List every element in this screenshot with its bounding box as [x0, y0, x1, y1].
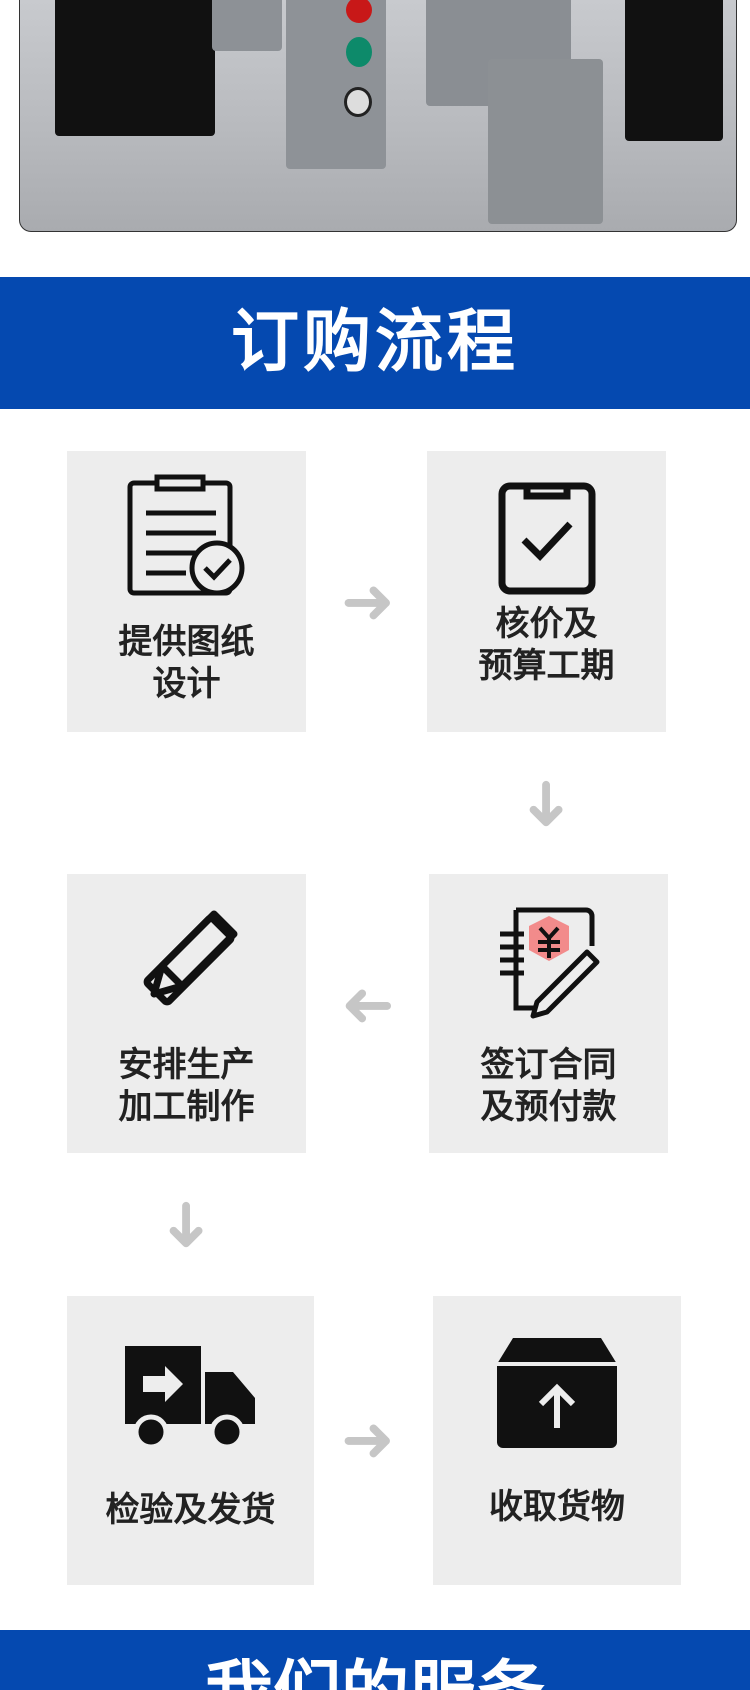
product-photo	[19, 0, 737, 232]
step-card-contract: 签订合同及预付款	[429, 874, 668, 1153]
step-card-receive: 收取货物	[433, 1296, 681, 1585]
contract-yuan-pen-icon	[494, 896, 604, 1026]
arrow-down-icon: ➜	[509, 777, 584, 831]
step-label: 提供图纸设计	[118, 622, 255, 704]
step-card-drawings: 提供图纸设计	[67, 451, 306, 732]
step-card-production: 安排生产加工制作	[67, 874, 306, 1153]
pencil-ruler-icon	[132, 896, 242, 1026]
receive-box-icon	[493, 1328, 621, 1458]
step-label: 安排生产加工制作	[118, 1045, 255, 1127]
arrow-right-icon: ➜	[341, 565, 395, 639]
gray-enclosure-front	[488, 59, 603, 224]
black-enclosure-left	[55, 0, 215, 136]
step-label: 签订合同及预付款	[480, 1045, 617, 1127]
arrow-left-icon: ➜	[341, 968, 395, 1042]
button-station	[286, 0, 386, 169]
step-label: 收取货物	[489, 1487, 625, 1527]
section-banner-order-process: 订购流程	[0, 277, 750, 409]
arrow-right-icon: ➜	[341, 1403, 395, 1477]
checkbox-clipboard-icon	[492, 473, 602, 603]
step-card-quote: 核价及预算工期	[427, 451, 666, 732]
section-banner-services: 我们的服务	[0, 1630, 750, 1690]
gray-enclosure-back	[212, 0, 282, 51]
black-enclosure-right	[625, 0, 723, 141]
clipboard-check-icon	[122, 473, 252, 603]
step-label: 检验及发货	[105, 1490, 276, 1530]
step-label: 核价及预算工期	[478, 604, 615, 686]
delivery-truck-icon	[123, 1331, 258, 1461]
arrow-down-icon: ➜	[149, 1198, 224, 1252]
step-card-shipping: 检验及发货	[67, 1296, 314, 1585]
